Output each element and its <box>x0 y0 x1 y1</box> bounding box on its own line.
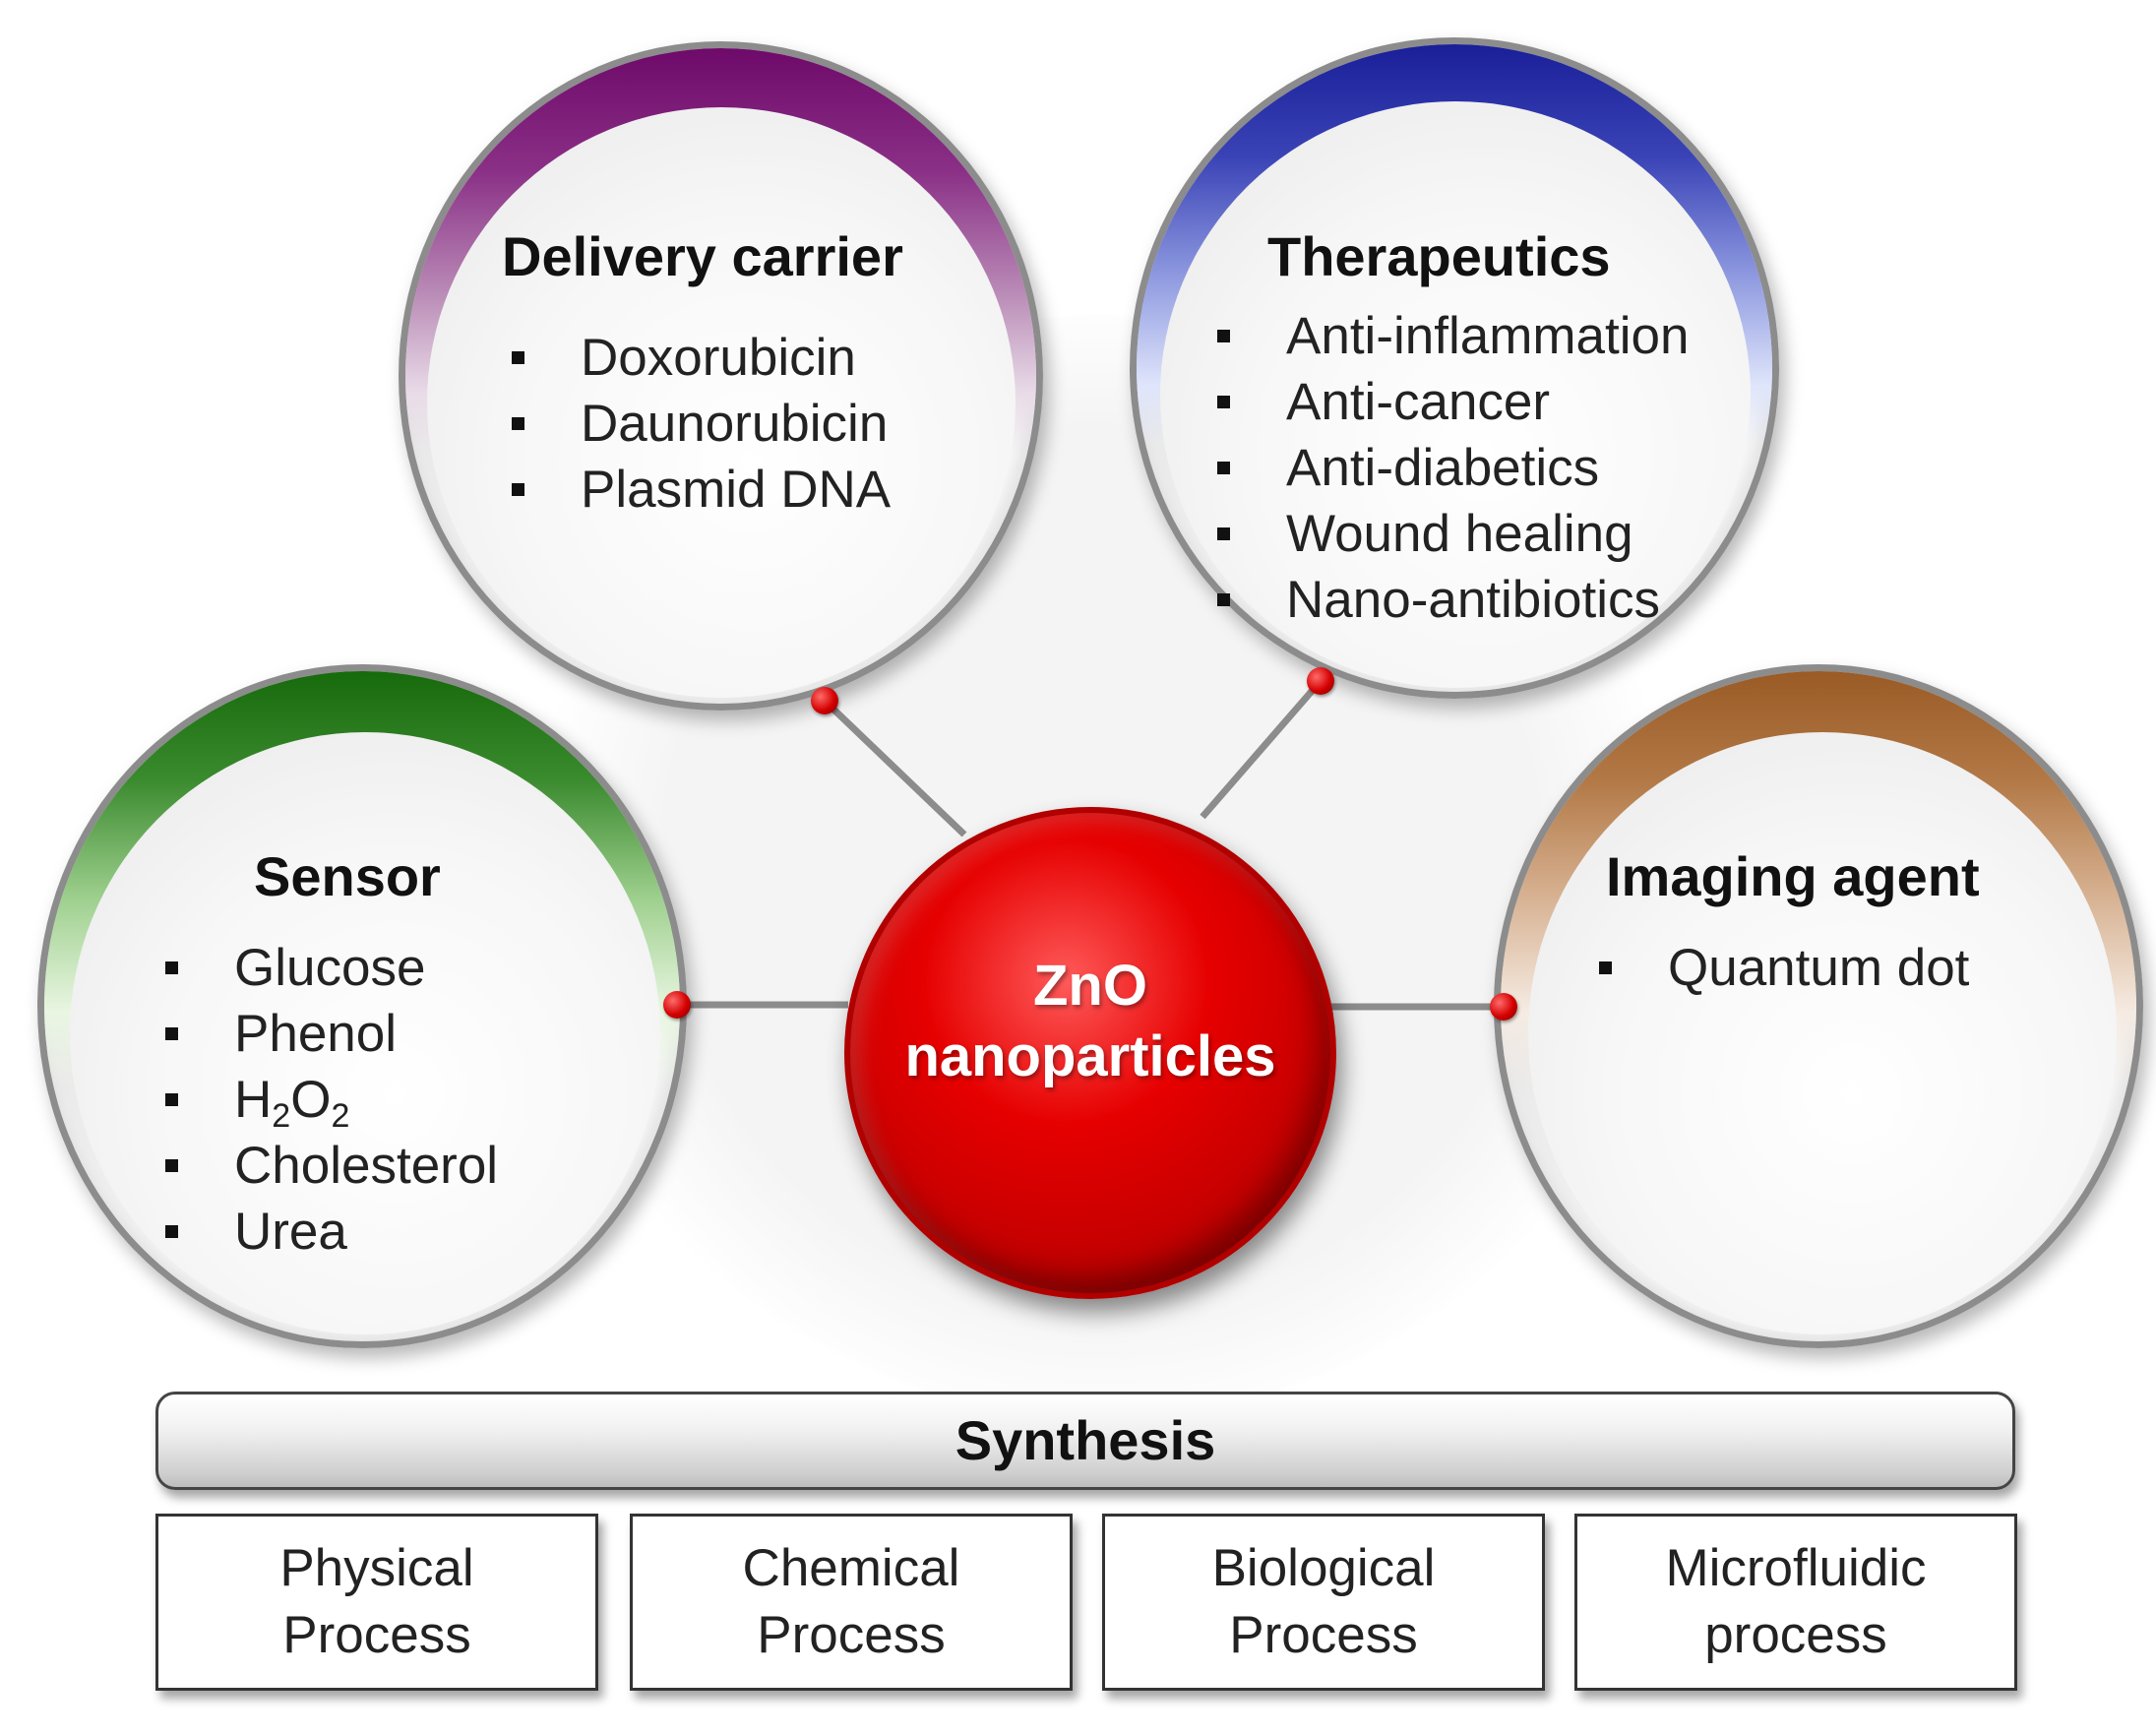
bullet-icon <box>1217 527 1230 540</box>
therapeutics-list: Anti-inflammation Anti-cancer Anti-diabe… <box>1217 303 1689 633</box>
bullet-icon <box>1599 961 1612 974</box>
sensor-title: Sensor <box>254 845 441 907</box>
therapeutics-node <box>1130 37 1779 699</box>
list-item: Wound healing <box>1217 501 1689 567</box>
bullet-icon <box>165 1093 178 1106</box>
list-item: Nano-antibiotics <box>1217 567 1689 633</box>
list-item: Phenol <box>165 1001 498 1067</box>
biological-process-box: Biological Process <box>1102 1514 1545 1691</box>
center-label: ZnO nanoparticles <box>850 951 1330 1092</box>
connector-dot-therapeutics <box>1307 667 1334 695</box>
chemical-process-box: Chemical Process <box>630 1514 1073 1691</box>
list-item: H2O2 <box>165 1067 498 1133</box>
delivery-carrier-node <box>399 41 1043 711</box>
bullet-icon <box>512 351 524 364</box>
list-item: Cholesterol <box>165 1133 498 1199</box>
chemical-process-label: Chemical Process <box>742 1539 960 1664</box>
list-item: Anti-cancer <box>1217 369 1689 435</box>
connector-dot-imaging <box>1490 993 1517 1021</box>
list-item: Quantum dot <box>1599 935 1969 1001</box>
bullet-icon <box>1217 330 1230 342</box>
bullet-icon <box>165 1027 178 1040</box>
therapeutics-title: Therapeutics <box>1267 225 1611 287</box>
sensor-list: Glucose Phenol H2O2 Cholesterol Urea <box>165 935 498 1265</box>
delivery-list: Doxorubicin Daunorubicin Plasmid DNA <box>512 325 891 523</box>
list-item: Glucose <box>165 935 498 1001</box>
bullet-icon <box>512 417 524 430</box>
synthesis-bar: Synthesis <box>155 1392 2015 1490</box>
sensor-node <box>37 664 687 1348</box>
bullet-icon <box>165 1159 178 1172</box>
h2o2-formula: H2O2 <box>234 1071 350 1135</box>
imaging-list: Quantum dot <box>1599 935 1969 1001</box>
bullet-icon <box>165 1225 178 1238</box>
connector-dot-sensor <box>663 991 691 1019</box>
center-label-line2: nanoparticles <box>904 1024 1276 1088</box>
list-item: Doxorubicin <box>512 325 891 391</box>
connector-therapeutics <box>1200 678 1324 820</box>
therapeutics-inner <box>1160 101 1751 688</box>
imaging-title: Imaging agent <box>1606 845 1980 907</box>
list-item: Urea <box>165 1199 498 1265</box>
physical-process-label: Physical Process <box>279 1539 474 1664</box>
center-label-line1: ZnO <box>1033 954 1147 1018</box>
bullet-icon <box>1217 462 1230 474</box>
physical-process-box: Physical Process <box>155 1514 598 1691</box>
imaging-inner <box>1528 732 2117 1334</box>
bullet-icon <box>1217 593 1230 606</box>
zno-nanoparticles-center: ZnO nanoparticles <box>844 807 1336 1299</box>
connector-dot-delivery <box>811 687 838 714</box>
bullet-icon <box>165 961 178 974</box>
bullet-icon <box>1217 396 1230 408</box>
synthesis-title: Synthesis <box>955 1409 1216 1471</box>
connector-delivery <box>822 698 967 837</box>
list-item: Plasmid DNA <box>512 457 891 523</box>
delivery-title: Delivery carrier <box>502 225 903 287</box>
bullet-icon <box>512 483 524 496</box>
imaging-agent-node <box>1494 664 2143 1348</box>
list-item: Anti-diabetics <box>1217 435 1689 501</box>
delivery-inner <box>427 107 1016 698</box>
microfluidic-process-label: Microfluidic process <box>1665 1539 1927 1664</box>
microfluidic-process-box: Microfluidic process <box>1574 1514 2017 1691</box>
biological-process-label: Biological Process <box>1211 1539 1436 1664</box>
list-item: Daunorubicin <box>512 391 891 457</box>
list-item: Anti-inflammation <box>1217 303 1689 369</box>
